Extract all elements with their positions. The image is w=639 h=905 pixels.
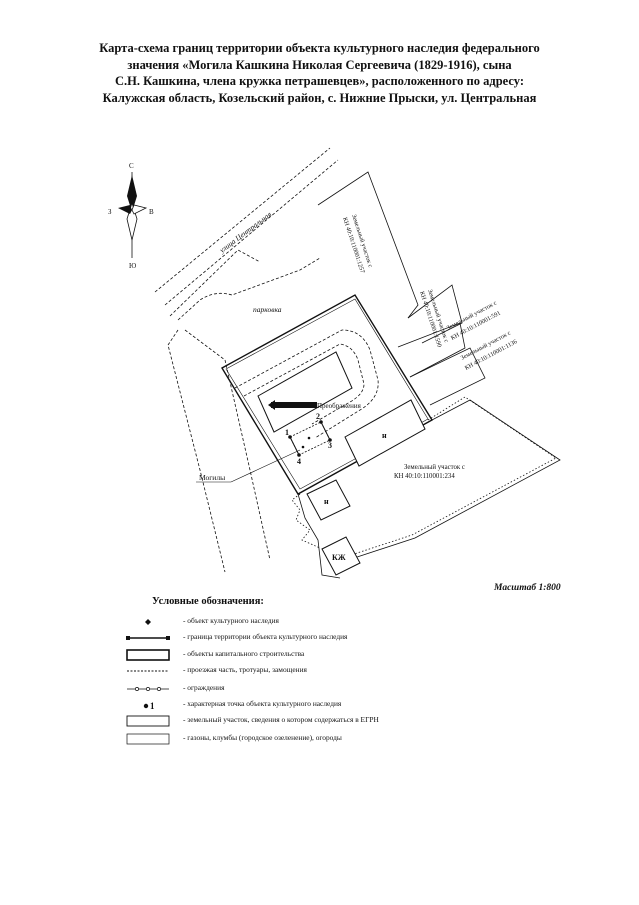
- legend-item-text: - проезжая часть, тротуары, замощения: [183, 665, 307, 674]
- compass-north-label: С: [129, 162, 134, 170]
- legend-title: Условные обозначения:: [152, 596, 264, 607]
- legend-item: - ограждения: [125, 682, 445, 696]
- legend-item-text: - ограждения: [183, 683, 225, 692]
- legend-item-text: - характерная точка объекта культурного …: [183, 699, 342, 708]
- title-line-3: С.Н. Кашкина, члена кружка петрашевцев»,…: [114, 74, 524, 88]
- legend-item: - газоны, клумбы (городское озеленение),…: [125, 732, 445, 746]
- parcel-upper-1: [317, 171, 419, 319]
- title-line-1: Карта-схема границ территории объекта ку…: [99, 41, 540, 55]
- street-dashed-lines: [154, 147, 339, 573]
- street-name-label: улица Центральная: [217, 209, 274, 255]
- legend-item-text: - объекты капитального строительства: [183, 649, 305, 658]
- capital-building-icon: [126, 649, 170, 661]
- object-dot-icon: [145, 619, 151, 625]
- dashed-road-icon: [127, 670, 169, 672]
- building-n-east: н: [344, 399, 426, 467]
- building-n-east-label: н: [382, 431, 387, 440]
- parcel-icon: [126, 715, 170, 727]
- parking-label: парковка: [253, 305, 282, 314]
- characteristic-point-icon: 1: [143, 701, 155, 711]
- building-n-south-label: н: [324, 497, 329, 506]
- legend-item: 1 - характерная точка объекта культурног…: [125, 698, 445, 712]
- legend-item-text: - граница территории объекта культурного…: [183, 632, 348, 641]
- church-label: Преображения: [317, 402, 362, 410]
- parcel-upper-4: [409, 347, 486, 406]
- title-line-4: Калужская область, Козельский район, с. …: [102, 90, 537, 105]
- legend-item-text: - земельный участок, сведения о котором …: [183, 715, 379, 724]
- graves-label: Могилы: [199, 473, 225, 482]
- map-title: Карта-схема границ территории объекта ку…: [60, 40, 579, 106]
- map-scale: Масштаб 1:800: [494, 583, 561, 593]
- fence-line: [291, 493, 341, 579]
- church-building: Преображения: [257, 351, 362, 433]
- legend-item: - земельный участок, сведения о котором …: [125, 714, 445, 728]
- building-kzh: КЖ: [321, 536, 361, 576]
- building-kzh-label: КЖ: [332, 553, 346, 562]
- characteristic-point-number: 1: [150, 701, 155, 711]
- fence-icon: [127, 687, 169, 691]
- inner-road-dashed: [234, 329, 379, 439]
- compass-rose-icon: С Ю В З: [108, 162, 154, 270]
- legend-item: - граница территории объекта культурного…: [125, 631, 445, 645]
- compass-west-label: З: [108, 208, 112, 216]
- legend-item-text: - объект культурного наследия: [183, 616, 279, 625]
- compass-south-label: Ю: [129, 262, 136, 270]
- legend-item: - проезжая часть, тротуары, замощения: [125, 664, 445, 678]
- legend-item-text: - газоны, клумбы (городское озеленение),…: [183, 733, 342, 742]
- parcel-upper-2: [407, 284, 463, 344]
- parcel-main-label: Земельный участок с: [404, 464, 465, 471]
- point-1-label: 1: [285, 428, 289, 437]
- lawn-icon: [126, 733, 170, 745]
- boundary-line-icon: [126, 636, 170, 640]
- parcel-main-kn: КН 40:10:110001:234: [394, 473, 455, 480]
- point-3-label: 3: [328, 441, 332, 450]
- legend-item: - объекты капитального строительства: [125, 648, 445, 662]
- legend-item: - объект культурного наследия: [125, 615, 445, 629]
- parcel-upper-3: [397, 322, 466, 378]
- point-4-label: 4: [297, 457, 301, 466]
- building-n-south: н: [306, 479, 351, 521]
- parcel-main: [344, 396, 561, 561]
- compass-east-label: В: [149, 208, 154, 216]
- point-2-label: 2: [316, 412, 320, 421]
- graves-area: 1 2 3 4 Могилы: [196, 412, 332, 483]
- title-line-2: значения «Могила Кашкина Николая Сергеев…: [127, 57, 512, 72]
